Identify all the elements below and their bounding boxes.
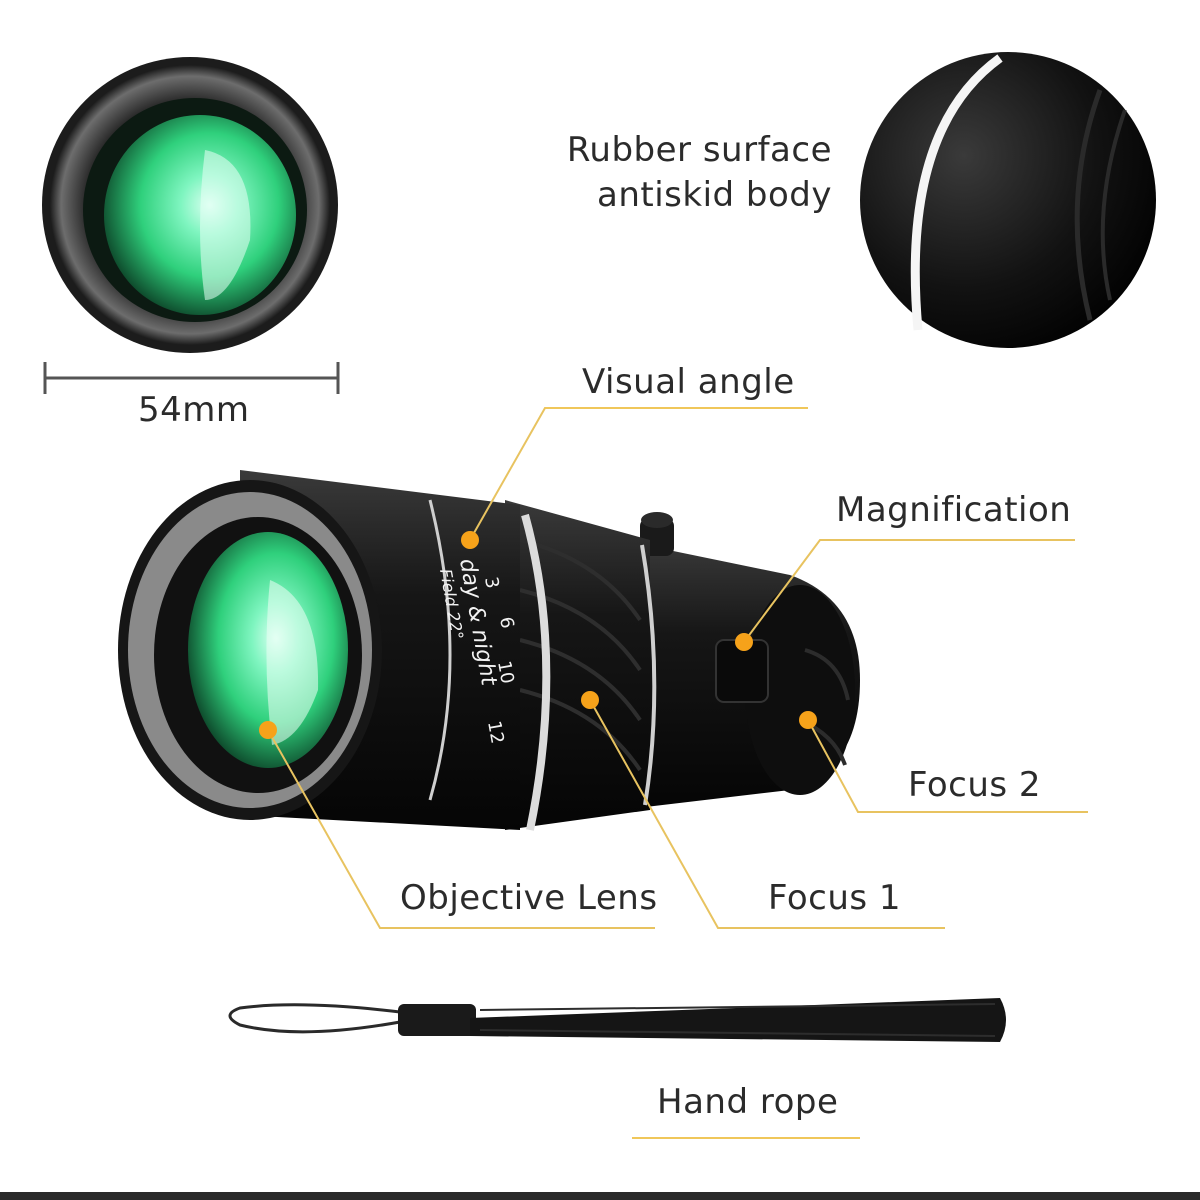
ring-scale-3: 10 (493, 659, 518, 685)
callout-dots (259, 531, 817, 739)
hand-rope (228, 998, 1006, 1042)
focus1-dot (581, 691, 599, 709)
size-dimension-line (43, 362, 340, 394)
rubber-label-line2: antiskid body (597, 175, 832, 215)
visual-angle-label: Visual angle (582, 362, 795, 402)
visual-angle-dot (461, 531, 479, 549)
body-closeup (860, 52, 1156, 348)
magnification-leader (743, 539, 1075, 643)
hand-rope-underline (632, 1137, 860, 1139)
magnification-dot (735, 633, 753, 651)
size-label: 54mm (138, 390, 250, 430)
lens-closeup (42, 57, 338, 353)
hand-rope-label: Hand rope (657, 1082, 839, 1122)
focus2-leader (807, 719, 1088, 813)
visual-angle-underline (545, 407, 808, 409)
focus1-leader (589, 699, 945, 929)
bottom-edge-bar (0, 1192, 1200, 1200)
ring-markings: day & night Field 22° 3 6 10 12 (436, 557, 518, 746)
rubber-label-line1: Rubber surface (566, 130, 832, 170)
magnification-label: Magnification (836, 490, 1072, 530)
objective-lens-label: Objective Lens (400, 878, 658, 918)
ring-scale-2: 6 (495, 615, 518, 630)
monocular (118, 470, 860, 831)
focus2-dot (799, 711, 817, 729)
objective-dot (259, 721, 277, 739)
ring-scale-1: 3 (480, 575, 503, 590)
focus1-label: Focus 1 (768, 878, 902, 918)
objective-leader (267, 729, 655, 929)
focus2-label: Focus 2 (908, 765, 1042, 805)
ring-scale-4: 12 (483, 719, 508, 745)
